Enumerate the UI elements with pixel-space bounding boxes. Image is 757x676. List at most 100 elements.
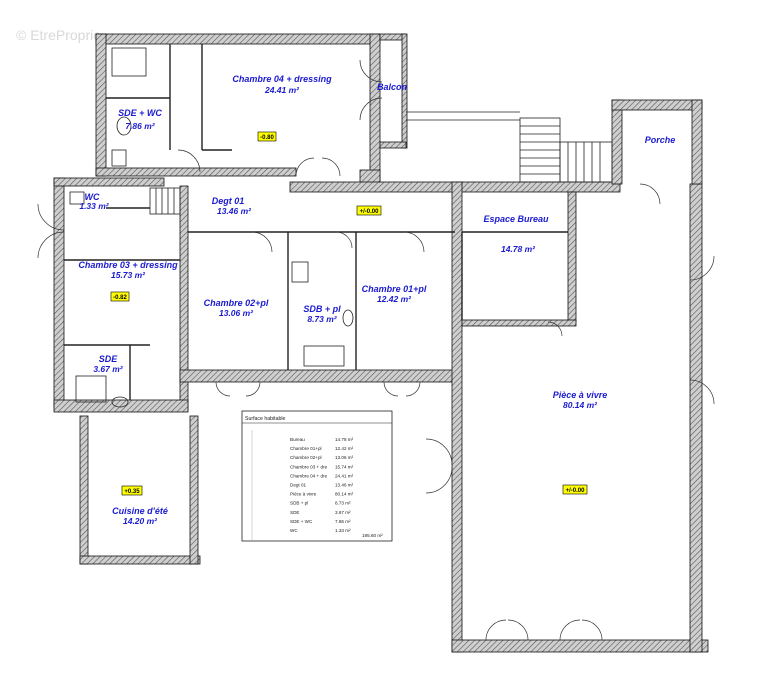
label-sde-wc-area: 7.86 m² xyxy=(125,121,155,131)
level-marker-chambre04-text: -0.80 xyxy=(260,135,274,141)
label-wc-area: 1.33 m² xyxy=(79,201,109,211)
surface-table-row: Chambre 04 + dre 24.41 m² xyxy=(290,473,354,478)
surface-table-row: Chambre 02+pl 13.06 m² xyxy=(290,455,354,460)
surface-table-row-value: 12.42 m² xyxy=(335,446,354,451)
surface-table: Surface habitable Bureau 14.78 m² Chambre … xyxy=(241,410,393,542)
label-sde-area: 3.67 m² xyxy=(93,364,123,374)
label-chambre03-area: 15.73 m² xyxy=(111,270,146,280)
level-marker-vivre-text: +/-0.00 xyxy=(566,488,586,494)
door-swing-sde xyxy=(177,149,201,173)
label-cuisine-ete-area: 14.20 m² xyxy=(123,516,158,526)
label-sde-wc-name: SDE + WC xyxy=(118,108,162,118)
surface-table-row: Chambre 01+pl 12.42 m² xyxy=(290,446,354,451)
fixtures xyxy=(69,47,354,408)
shower-sdb xyxy=(291,261,309,283)
surface-table-row-label: Chambre 01+pl xyxy=(290,446,322,451)
wall-corridor-north xyxy=(289,181,461,193)
surface-table-row-label: Chambre 03 + dre xyxy=(290,464,328,469)
wall-porch-north xyxy=(611,99,703,111)
sink-sdb xyxy=(342,309,354,327)
level-marker-degt-text: +/-0.00 xyxy=(360,209,380,215)
level-markers: -0.80 +/-0.00 -0.82 +0.35 +/-0.00 xyxy=(110,131,588,496)
wall-top-block-north xyxy=(95,33,381,45)
surface-table-row-value: 13.06 m² xyxy=(335,455,354,460)
surface-table-title: Surface habitable xyxy=(245,416,285,422)
wall-porch-east xyxy=(691,99,703,185)
surface-table-row: SDE 3.67 m² xyxy=(290,510,351,515)
wall-west-wing-north xyxy=(53,177,165,187)
label-chambre04-area: 24.41 m² xyxy=(264,85,300,95)
wall-west-wing-south xyxy=(53,399,189,413)
wall-kitchen-east xyxy=(189,415,199,565)
wall-balcony-south xyxy=(379,141,407,149)
bathtub-sdb xyxy=(303,345,345,367)
wall-top-block-east xyxy=(369,33,381,185)
wall-kitchen-south xyxy=(79,555,201,565)
surface-table-row: WC 1.33 m² xyxy=(290,528,351,533)
sink-sde-wc xyxy=(116,116,132,136)
surface-table-row-label: Pièce à vivre xyxy=(290,492,317,497)
surface-table-row-value: 3.67 m² xyxy=(335,510,351,515)
surface-table-row: Bureau 14.78 m² xyxy=(290,437,354,442)
level-marker-cuisine xyxy=(121,485,143,496)
label-espace-bureau-name: Espace Bureau xyxy=(483,214,549,224)
surface-table-row-label: Bureau xyxy=(290,437,305,442)
partitions xyxy=(64,44,568,400)
label-chambre02-area: 13.06 m² xyxy=(219,308,254,318)
surface-table-row-value: 13.46 m² xyxy=(335,483,354,488)
surface-table-row-label: SDE xyxy=(290,510,299,515)
surface-table-row: Pièce à vivre 80.14 m² xyxy=(290,492,354,497)
level-marker-chambre04 xyxy=(257,131,277,142)
level-marker-degt xyxy=(356,205,382,216)
surface-table-row-value: 80.14 m² xyxy=(335,492,354,497)
surface-table-row: SDB + pl 8.73 m² xyxy=(290,501,351,506)
surface-table-row-label: Chambre 02+pl xyxy=(290,455,322,460)
wall-living-south xyxy=(451,639,709,653)
label-porche-name: Porche xyxy=(645,135,676,145)
label-piece-vivre-area: 80.14 m² xyxy=(563,400,598,410)
label-chambre02-name: Chambre 02+pl xyxy=(204,298,269,308)
level-marker-vivre xyxy=(562,484,588,495)
label-sdb-area: 8.73 m² xyxy=(307,314,337,324)
label-chambre01-area: 12.42 m² xyxy=(377,294,412,304)
wall-west-wing-west xyxy=(53,177,65,409)
stairs-west xyxy=(149,187,181,215)
surface-table-row-value: 14.78 m² xyxy=(335,437,354,442)
label-degt01-name: Degt 01 xyxy=(212,196,245,206)
wall-office-south xyxy=(461,319,577,327)
surface-table-row: Degt 01 13.46 m² xyxy=(290,483,354,488)
surface-table-row-value: 24.41 m² xyxy=(335,473,354,478)
toilet-sde-wc xyxy=(111,149,127,167)
surface-table-row-label: WC xyxy=(290,528,298,533)
label-chambre03-name: Chambre 03 + dressing xyxy=(78,260,178,270)
surface-table-row-value: 1.33 m² xyxy=(335,528,351,533)
wall-kitchen-west xyxy=(79,415,89,565)
wall-top-block-west xyxy=(95,33,107,177)
surface-table-row-value: 8.73 m² xyxy=(335,501,351,506)
walls xyxy=(53,33,709,653)
sink-sde xyxy=(111,396,129,408)
toilet-wc xyxy=(69,191,85,205)
wall-corridor-north-east xyxy=(459,181,621,193)
level-marker-chambre03-text: -0.82 xyxy=(113,295,127,301)
label-cuisine-ete-name: Cuisine d'été xyxy=(112,506,168,516)
level-marker-chambre03 xyxy=(110,291,130,302)
wall-porch-west xyxy=(611,99,623,185)
surface-table-row-value: 15.74 m² xyxy=(335,464,354,469)
wall-office-east xyxy=(567,191,577,323)
label-chambre04-name: Chambre 04 + dressing xyxy=(232,74,332,84)
surface-table-row: Chambre 03 + dre 15.74 m² xyxy=(290,464,354,469)
label-chambre01-name: Chambre 01+pl xyxy=(362,284,427,294)
surface-table-row-value: 7.86 m² xyxy=(335,519,351,524)
surface-table-row-label: Degt 01 xyxy=(290,483,307,488)
wall-living-west xyxy=(451,181,463,653)
label-piece-vivre-name: Pièce à vivre xyxy=(553,390,608,400)
label-balcon-name: Balcon xyxy=(377,82,408,92)
label-bureau-area: 14.78 m² xyxy=(501,244,536,254)
surface-table-row-label: SDE + WC xyxy=(290,519,313,524)
surface-table-row-label: Chambre 04 + dre xyxy=(290,473,328,478)
level-marker-cuisine-text: +0.35 xyxy=(124,489,140,495)
surface-table-row-label: SDB + pl xyxy=(290,501,308,506)
stairs-east xyxy=(406,111,613,183)
